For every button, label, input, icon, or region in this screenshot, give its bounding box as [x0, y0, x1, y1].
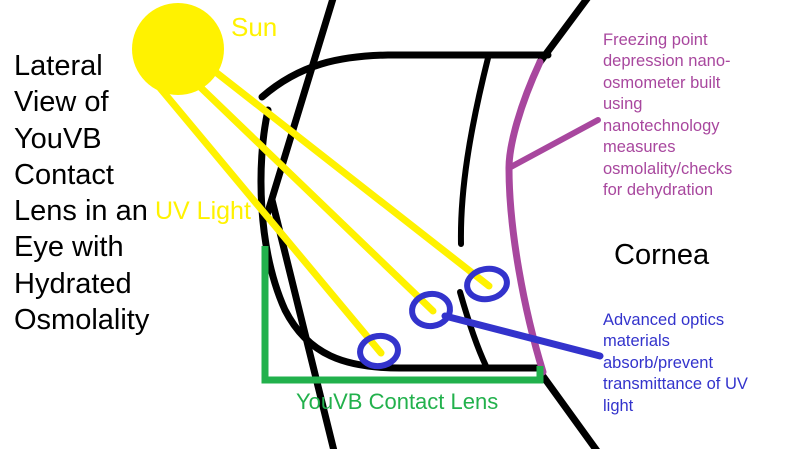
- contact-lens-label: YouVB Contact Lens: [296, 389, 499, 414]
- sun-icon: [132, 3, 224, 95]
- page-title: Lateral View of YouVB Contact Lens in an…: [14, 50, 150, 336]
- optics-leader-line: [441, 312, 604, 360]
- uv-ray-3: [209, 66, 493, 290]
- cornea-anterior-curve: [257, 106, 544, 372]
- upper-left-lid-line: [263, 0, 337, 219]
- optics-annotation: Advanced optics materials absorb/prevent…: [603, 311, 748, 415]
- uv-rays-group: [156, 66, 493, 357]
- osmometer-group: [505, 58, 601, 376]
- uv-ray-2: [192, 79, 437, 315]
- osmometer-leader-line: [506, 117, 601, 171]
- uv-absorption-marker-1: [357, 332, 401, 370]
- upper-right-lid-line: [536, 0, 591, 66]
- contact-lens-outline: [261, 246, 544, 384]
- cornea-label: Cornea: [614, 239, 710, 271]
- uv-ray-1: [156, 84, 385, 357]
- eye-outline-group: [257, 0, 600, 449]
- uv-absorption-marker-2: [409, 290, 453, 330]
- osmometer-annotation: Freezing point depression nano-osmometer…: [603, 31, 733, 200]
- lower-left-lid-line: [268, 196, 338, 449]
- limbus-upper-line: [457, 55, 491, 247]
- osmometer-curve: [505, 58, 547, 376]
- contact-lens-group: [261, 246, 544, 384]
- uv-absorption-marker-3: [464, 265, 510, 303]
- limbus-lower-line: [457, 289, 489, 369]
- upper-lid-curve: [258, 51, 552, 101]
- lower-right-lid-line: [536, 368, 600, 449]
- uv-absorption-markers-group: [357, 265, 604, 370]
- sun-label: Sun: [231, 12, 278, 42]
- uv-light-label: UV Light: [155, 197, 251, 225]
